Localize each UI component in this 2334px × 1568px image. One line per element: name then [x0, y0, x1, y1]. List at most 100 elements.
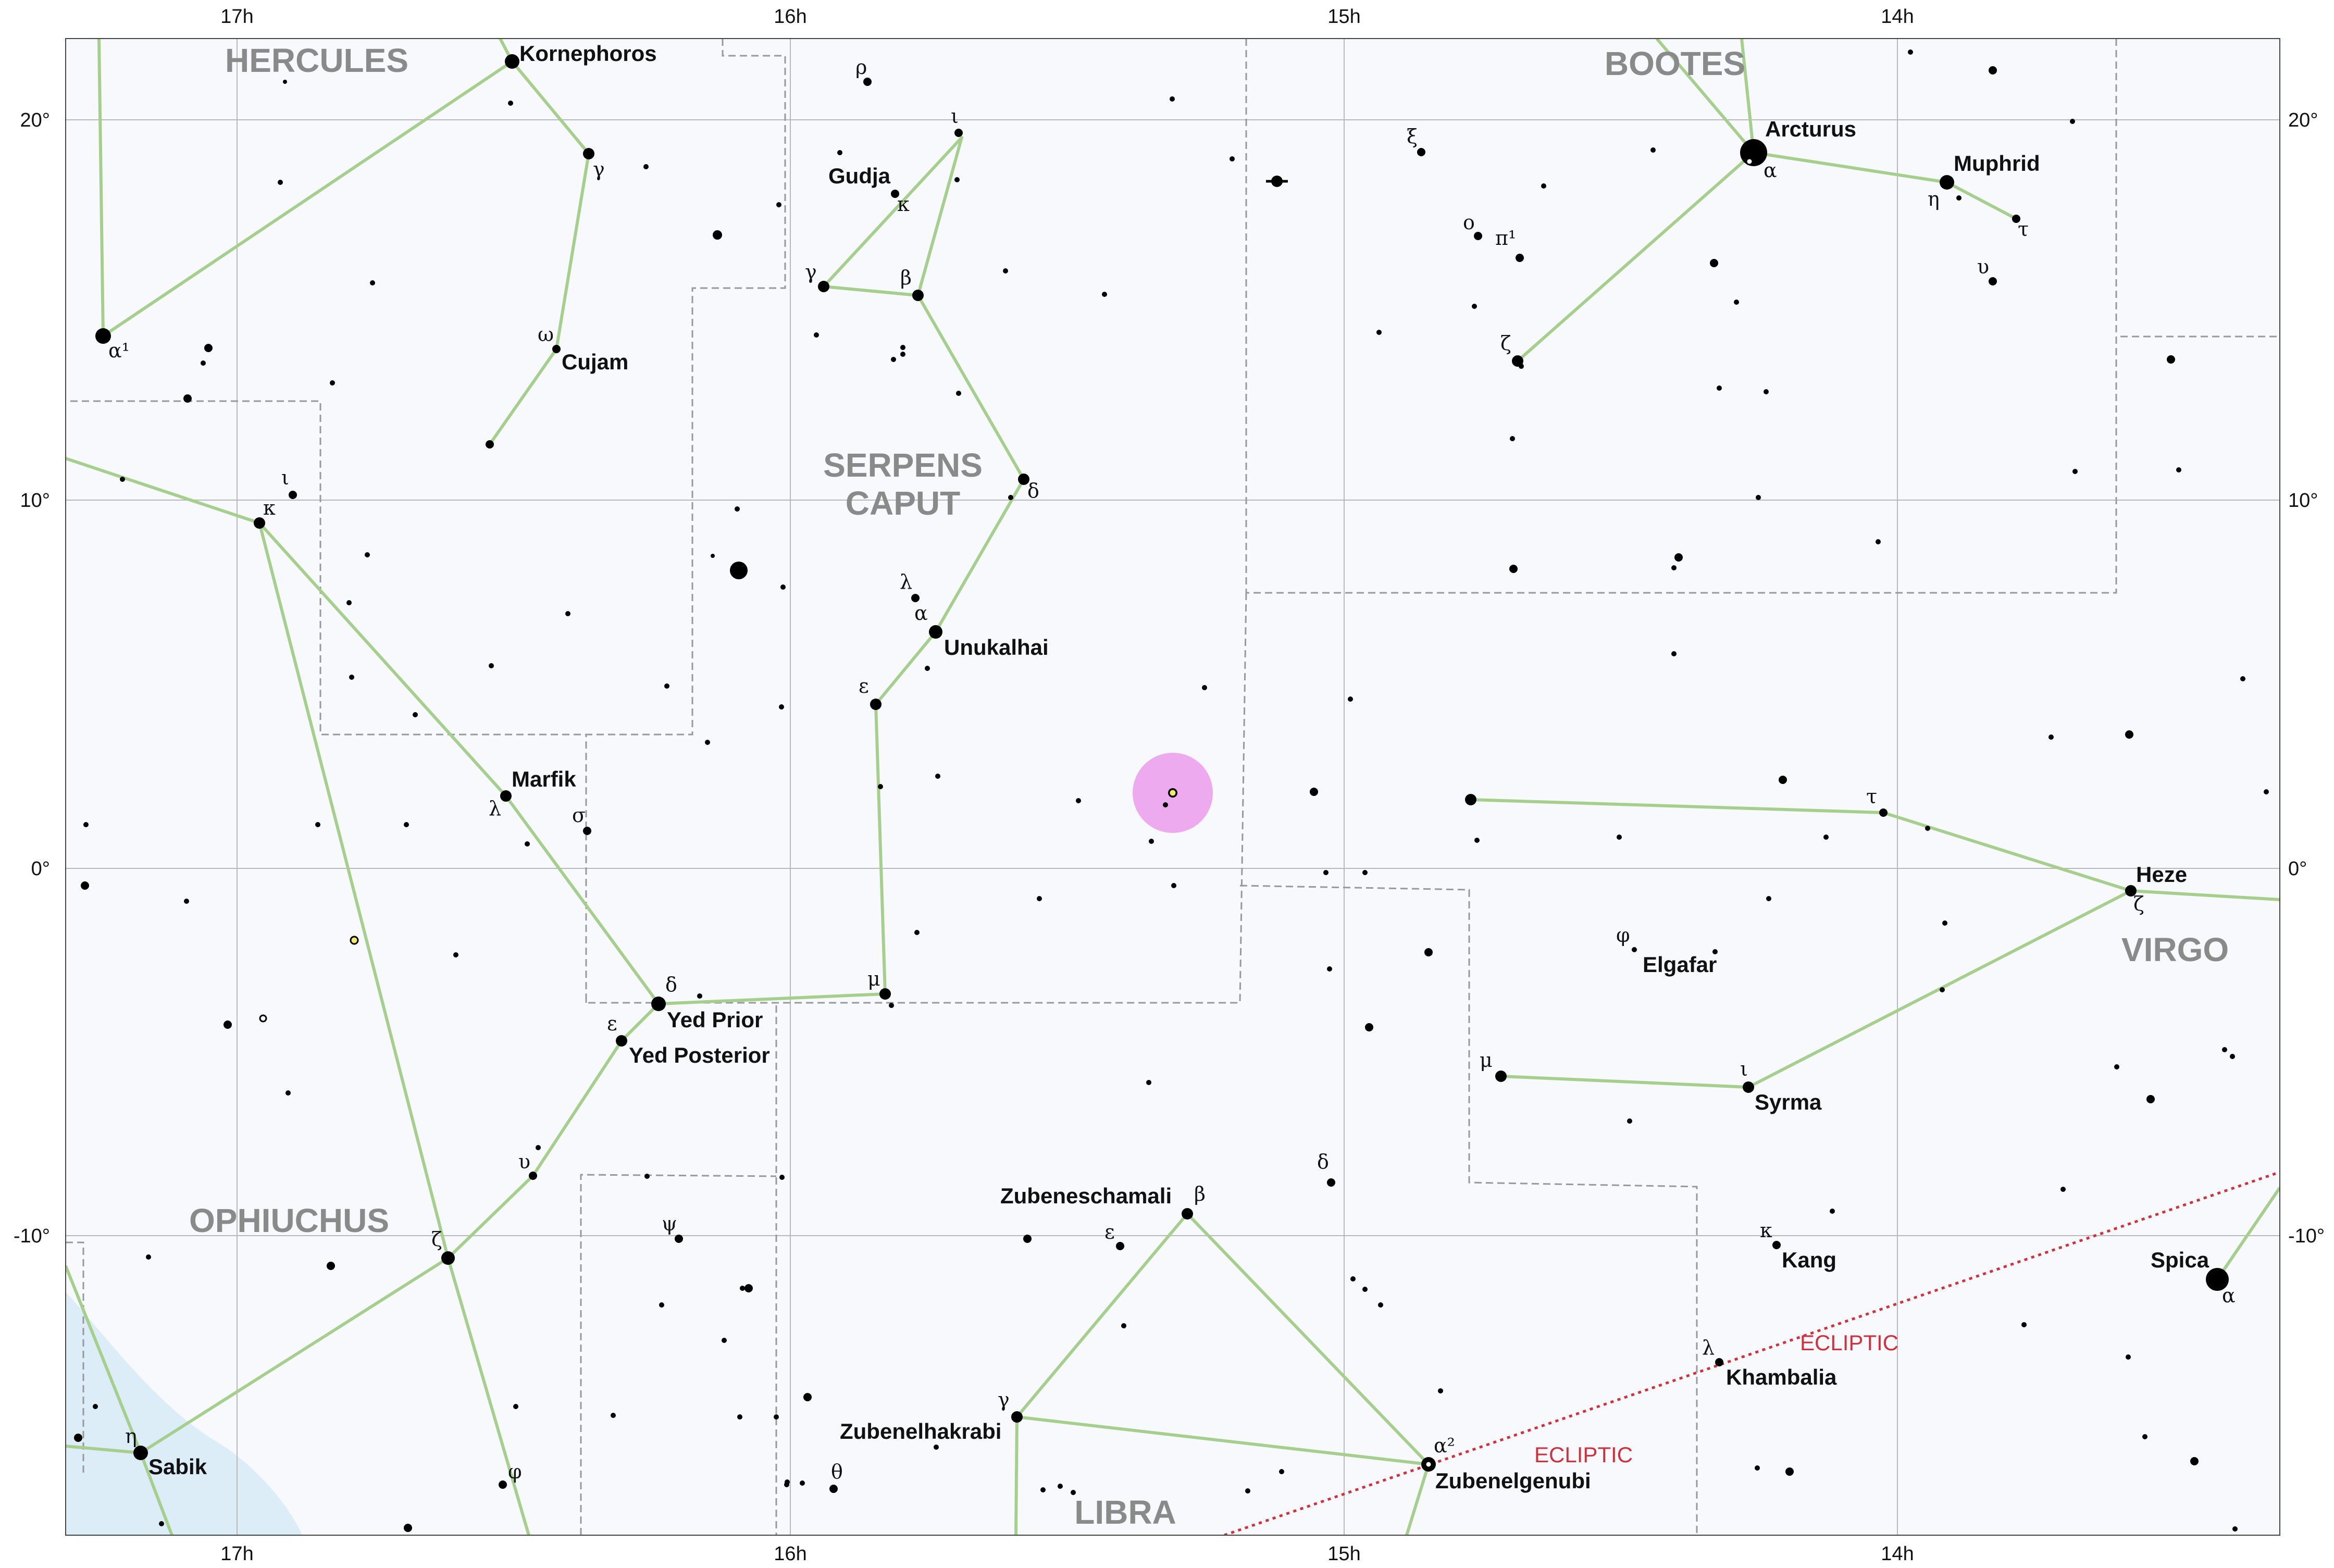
star-dot — [774, 1414, 779, 1420]
star-dot — [1772, 1241, 1781, 1249]
star-label-zubenelhakrabi: Zubenelhakrabi — [840, 1419, 1001, 1443]
star-label-spica: Spica — [2151, 1248, 2209, 1272]
dec-label-0-right: 0° — [2288, 858, 2307, 880]
star-dot — [954, 177, 960, 182]
star-dot — [1348, 696, 1353, 702]
chart-frame — [65, 38, 2280, 1536]
star-dot — [2072, 469, 2078, 474]
star-dot — [1472, 304, 1477, 309]
star-dot — [2176, 467, 2181, 472]
star-dot — [705, 740, 710, 745]
ra-label-16h-top: 16h — [774, 6, 806, 28]
star-dot — [2146, 1095, 2155, 1103]
star-dot — [346, 600, 352, 605]
star-dot — [785, 1479, 790, 1485]
star-dot — [1327, 1178, 1335, 1187]
constellation-boundaries — [66, 39, 2280, 1535]
star-dot — [184, 899, 189, 904]
star-dot — [879, 988, 891, 1000]
star-dot — [285, 1090, 291, 1096]
star-dot — [711, 554, 715, 558]
star-dot — [1474, 838, 1480, 843]
star-dot — [1076, 798, 1081, 803]
star-dot — [349, 675, 354, 680]
greek-oph-sigma: σ — [572, 804, 586, 827]
star-dot — [1519, 364, 1524, 369]
star-dot — [453, 952, 458, 957]
star-dot — [552, 345, 561, 353]
ra-label-15h-bottom: 15h — [1327, 1543, 1360, 1565]
star-label-kang: Kang — [1782, 1248, 1836, 1272]
star-dot — [713, 230, 722, 240]
star-dot — [1942, 920, 1947, 926]
greek-oph-phi: φ — [508, 1460, 522, 1483]
star-dot — [499, 1480, 507, 1489]
cluster-marker — [1271, 176, 1283, 187]
greek-lib-gamma: γ — [998, 1388, 1010, 1411]
star-dot — [776, 202, 781, 207]
greek-boo-xi: ξ — [1407, 125, 1418, 148]
constellation-ophiuchus: OPHIUCHUS — [189, 1202, 389, 1239]
star-dot — [1146, 1080, 1151, 1085]
star-dot — [664, 683, 669, 689]
star-dot — [1541, 183, 1546, 189]
star-dot — [779, 704, 784, 710]
star-dot — [254, 517, 265, 529]
stars-layer — [74, 49, 2269, 1532]
star-label-elgafar: Elgafar — [1643, 952, 1717, 977]
ecliptic-label-2: ECLIPTIC — [1534, 1442, 1633, 1467]
star-dot — [1509, 565, 1518, 573]
star-dot — [1003, 268, 1008, 273]
greek-lib-alpha2: α² — [1434, 1434, 1455, 1457]
dec-axis-left: 20° 10° 0° -10° — [14, 109, 50, 1247]
star-dot — [1011, 1411, 1023, 1423]
star-dot — [486, 440, 494, 449]
star-dot — [2264, 789, 2269, 794]
star-dot — [1756, 495, 1761, 500]
star-label-marfik: Marfik — [512, 767, 576, 791]
star-label-syrma: Syrma — [1755, 1090, 1822, 1114]
star-dot — [1764, 389, 1769, 394]
variable-star-marker — [350, 936, 359, 945]
constellation-virgo: VIRGO — [2121, 931, 2229, 968]
greek-ser-alpha: α — [914, 602, 928, 625]
star-dot — [1671, 565, 1677, 570]
dec-label-10-right: 10° — [2288, 490, 2318, 512]
star-dot — [2222, 1047, 2227, 1052]
star-dot — [120, 477, 125, 482]
star-dot — [1925, 826, 1930, 831]
star-dot — [1474, 232, 1482, 240]
star-dot — [1712, 949, 1718, 954]
star-dot — [289, 491, 297, 499]
ra-label-16h-bottom: 16h — [774, 1543, 806, 1565]
ra-axis-top: 17h 16h 15h 14h — [220, 6, 1914, 28]
star-label-muphrid: Muphrid — [1954, 151, 2040, 176]
dec-label-0-left: 0° — [31, 858, 50, 880]
star-dot — [1940, 175, 1954, 190]
star-dot — [1743, 1081, 1754, 1093]
star-dot — [2240, 676, 2245, 681]
star-dot — [1940, 987, 1945, 992]
star-dot — [1424, 948, 1433, 956]
star-dot — [1632, 947, 1637, 952]
star-dot — [159, 1521, 164, 1526]
greek-lib-theta: θ — [831, 1460, 843, 1483]
star-dot — [95, 328, 111, 344]
star-dot — [1058, 1484, 1063, 1489]
constellation-libra: LIBRA — [1074, 1494, 1176, 1531]
star-dot — [889, 1003, 894, 1008]
star-dot — [935, 774, 940, 779]
constellation-caput: CAPUT — [846, 484, 960, 522]
greek-ser-epsilon: ε — [859, 675, 869, 698]
star-dot — [1734, 300, 1739, 305]
milky-way-region — [66, 1292, 302, 1535]
greek-ser-delta: δ — [1027, 479, 1039, 502]
star-dot — [1376, 330, 1382, 335]
star-dot — [730, 562, 748, 579]
greek-designations: α¹ γ ω ι κ λ σ δ ε υ ζ ψ η φ ρ ι κ γ β δ… — [108, 56, 2236, 1483]
constellation-lines — [66, 39, 2280, 1535]
star-dot — [891, 190, 899, 198]
ra-label-15h-top: 15h — [1327, 6, 1360, 28]
star-dot — [441, 1251, 455, 1265]
star-dot — [814, 332, 819, 338]
